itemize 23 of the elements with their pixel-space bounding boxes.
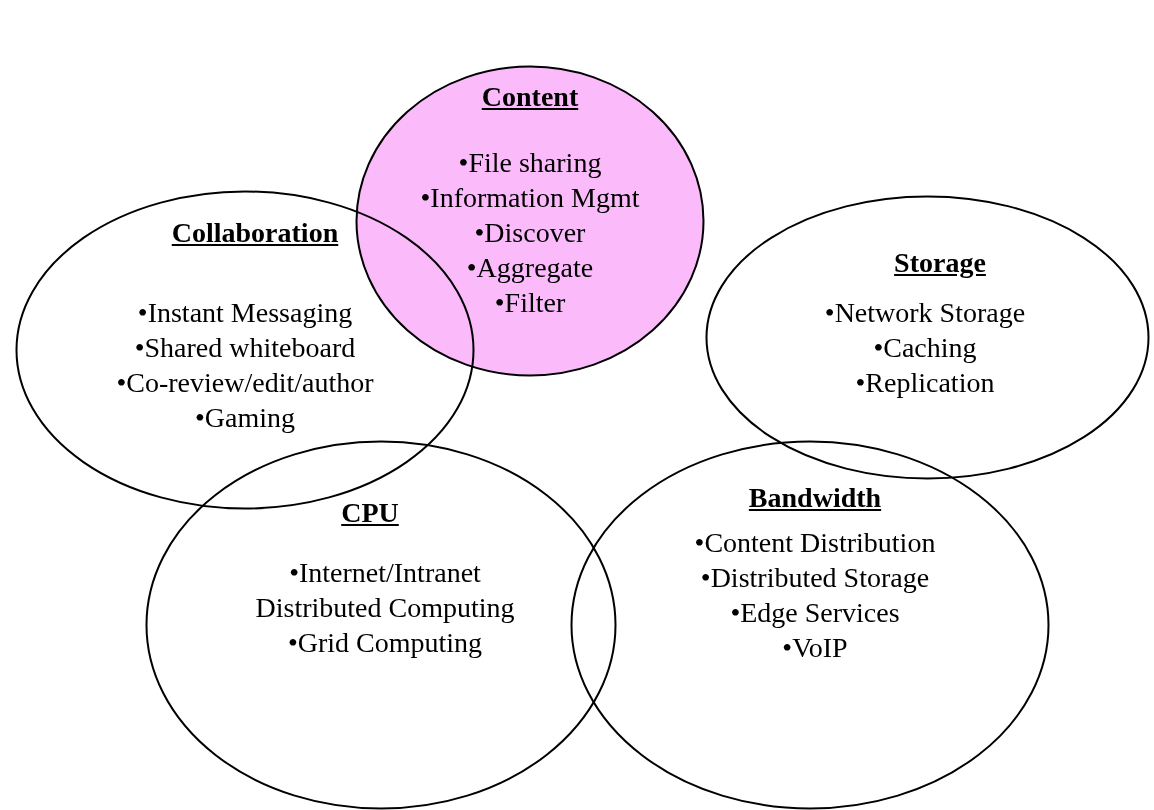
list-item: •Grid Computing (286, 626, 484, 660)
list-item: •VoIP (781, 631, 849, 665)
ellipse-heading: CPU (341, 496, 399, 530)
list-item: •Network Storage (823, 296, 1027, 330)
list-item: •Content Distribution (693, 526, 937, 560)
list-item: •Caching (872, 331, 978, 365)
ellipse-heading: Collaboration (171, 216, 339, 250)
list-item: •Distributed Storage (699, 561, 931, 595)
list-item: •Shared whiteboard (133, 331, 357, 365)
list-item: •Discover (473, 216, 587, 250)
list-item: •Information Mgmt (419, 181, 641, 215)
list-item: •File sharing (457, 146, 603, 180)
list-item: •Instant Messaging (136, 296, 354, 330)
ellipse-heading: Bandwidth (748, 481, 882, 515)
ellipse-heading: Content (481, 80, 579, 114)
list-item: •Replication (854, 366, 996, 400)
list-item: •Filter (493, 286, 567, 320)
list-item: •Internet/Intranet Distributed Computing (254, 556, 516, 625)
list-item: •Edge Services (729, 596, 901, 630)
list-item: •Gaming (194, 401, 296, 435)
ellipse-heading: Storage (894, 246, 986, 280)
list-item: •Aggregate (465, 251, 595, 285)
list-item: •Co-review/edit/author (115, 366, 375, 400)
